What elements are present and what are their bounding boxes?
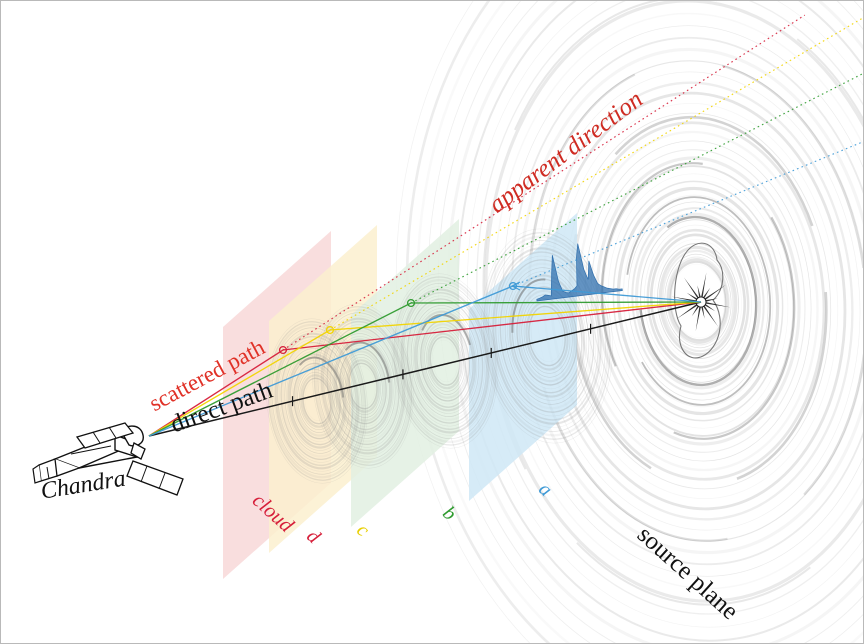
scatter-point-b: [406, 298, 416, 308]
cloud-plane-c: [269, 225, 377, 553]
spectrum-curve: [536, 243, 623, 302]
chandra-satellite-icon: [32, 422, 184, 496]
scatter-point-a: [508, 281, 518, 291]
cloud-plane-b: [351, 219, 459, 527]
cloud-plane-a: [469, 213, 577, 501]
scatter-point-d: [278, 345, 288, 355]
direct-path-ray: [148, 301, 702, 437]
scatter-point-c: [325, 325, 335, 335]
ray-paths-group: [148, 14, 863, 437]
